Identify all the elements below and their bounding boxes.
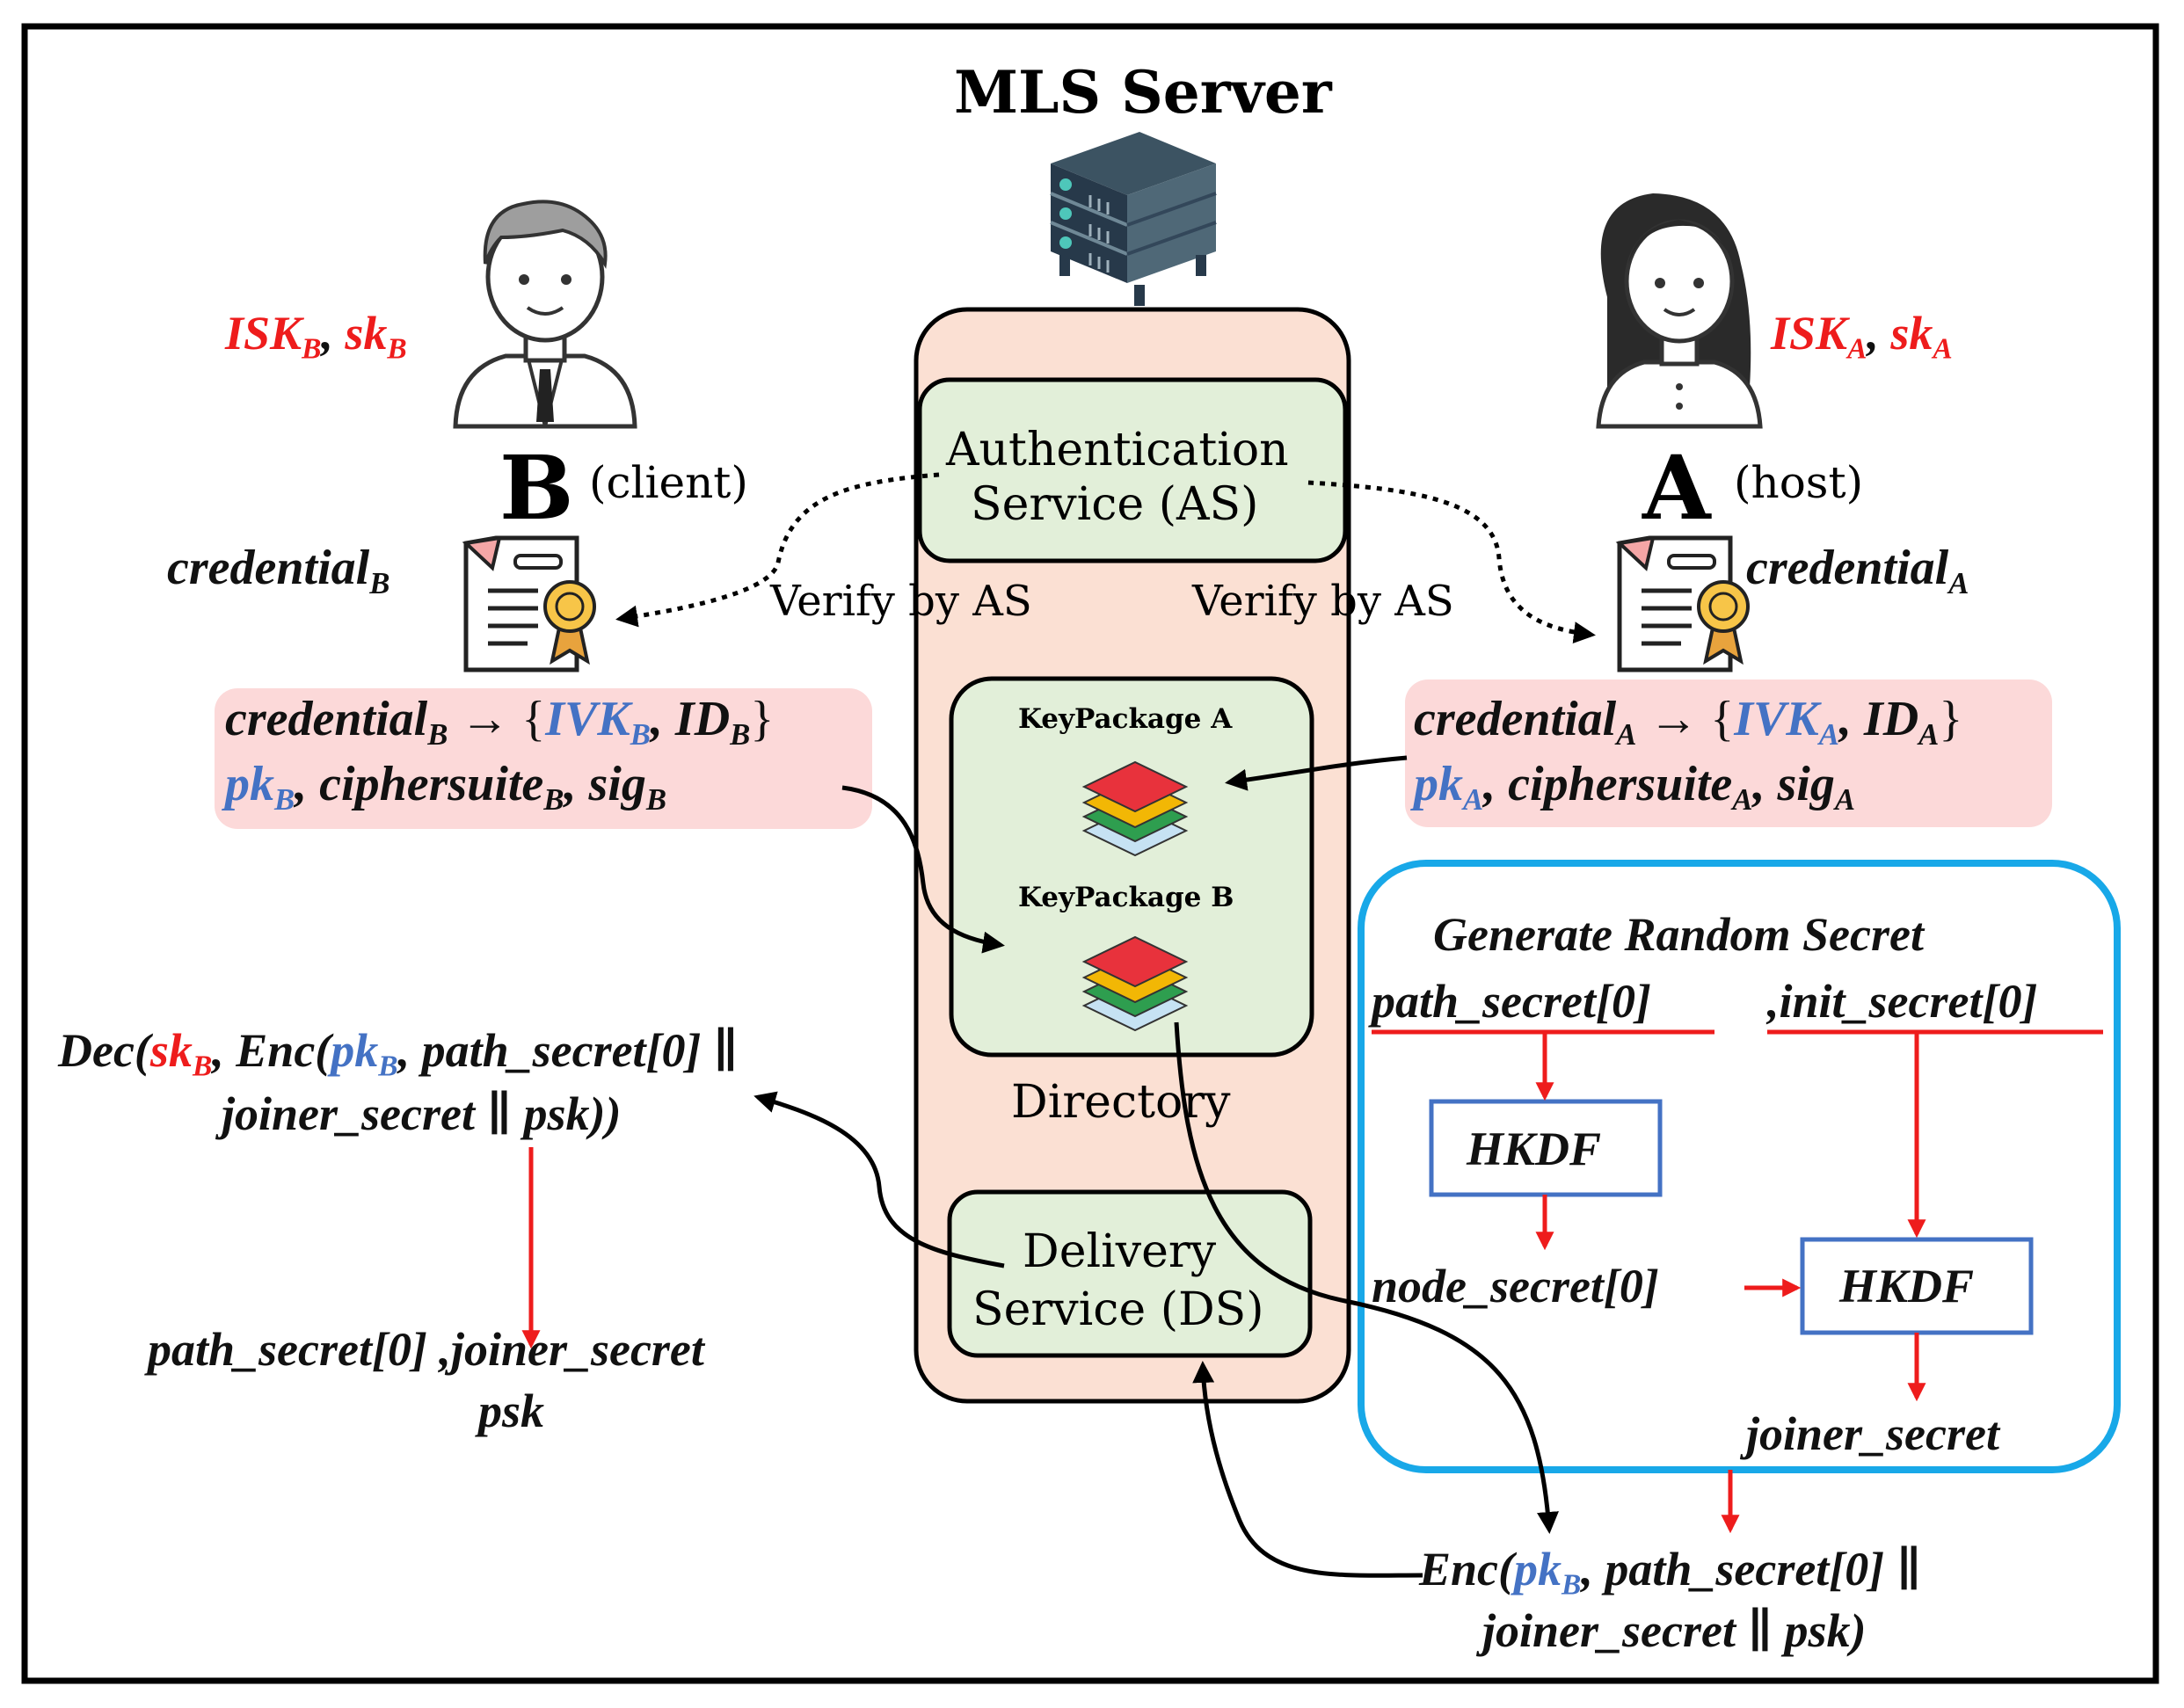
host-a-keys: ISKA, skA bbox=[1771, 307, 1953, 366]
host-a-credential: credentialA bbox=[1746, 541, 1969, 601]
directory-box bbox=[949, 676, 1314, 1058]
decrypted-output-line1: path_secret[0] ,joiner_secret bbox=[148, 1323, 704, 1376]
enc-expression-line1: Enc(pkB, path_secret[0] ∥ bbox=[1419, 1543, 1922, 1602]
directory-label: Directory bbox=[1011, 1076, 1231, 1129]
hkdf-box-2 bbox=[1800, 1237, 2034, 1335]
woman-avatar-icon bbox=[1596, 193, 1763, 429]
verify-by-as-left: Verify by AS bbox=[770, 577, 1032, 626]
fetch-keypackage-arrow bbox=[1174, 1021, 1559, 1534]
key-package-b-box bbox=[215, 688, 872, 829]
joiner-secret-label: joiner_secret bbox=[1746, 1407, 1999, 1460]
server-title: MLS Server bbox=[954, 58, 1332, 127]
welcome-to-ds-arrow bbox=[1192, 1361, 1423, 1578]
as-label-line2: Service (AS) bbox=[971, 478, 1259, 531]
verify-arrow-a bbox=[1307, 480, 1596, 644]
hkdf-box-1 bbox=[1429, 1099, 1663, 1197]
decrypted-output-line2: psk bbox=[478, 1385, 545, 1437]
submit-keypackage-a-arrow bbox=[1225, 755, 1408, 791]
key-package-a-box bbox=[1405, 680, 2052, 827]
hkdf-1-label: HKDF bbox=[1467, 1123, 1602, 1175]
dec-expression-line1: Dec(skB, Enc(pkB, path_secret[0] ∥ bbox=[58, 1024, 739, 1083]
layers-stack-icon bbox=[1081, 760, 1189, 857]
ds-to-client-arrow bbox=[753, 1091, 1005, 1268]
outer-frame bbox=[21, 23, 2159, 1684]
init-secret-label: ,init_secret[0] bbox=[1767, 975, 2038, 1028]
client-b-role: (client) bbox=[589, 457, 748, 508]
key-package-b-line1: credentialB → {IVKB, IDB} bbox=[225, 692, 775, 752]
man-avatar-icon bbox=[453, 200, 637, 429]
key-package-a-line2: pkA, ciphersuiteA, sigA bbox=[1414, 757, 1855, 818]
submit-keypackage-b-arrow bbox=[841, 785, 1005, 954]
keypackage-a-label: KeyPackage A bbox=[1018, 703, 1233, 735]
client-b-credential: credentialB bbox=[167, 541, 390, 601]
ds-label-line1: Delivery bbox=[1023, 1225, 1217, 1278]
hkdf-2-label: HKDF bbox=[1839, 1260, 1975, 1312]
keypackage-b-label: KeyPackage B bbox=[1018, 882, 1234, 913]
certificate-icon bbox=[462, 535, 596, 672]
secret-generation-frame bbox=[1358, 860, 2121, 1473]
key-package-a-line1: credentialA → {IVKA, IDA} bbox=[1414, 692, 1963, 752]
delivery-service-box bbox=[947, 1189, 1313, 1358]
as-label-line1: Authentication bbox=[946, 424, 1289, 476]
server-rack-icon bbox=[1050, 132, 1217, 306]
node-secret-label: node_secret[0] bbox=[1372, 1260, 1659, 1312]
dec-expression-line2: joiner_secret ∥ psk)) bbox=[222, 1087, 622, 1140]
verify-by-as-right: Verify by AS bbox=[1192, 577, 1454, 626]
authentication-service-box bbox=[917, 377, 1348, 563]
host-a-role: (host) bbox=[1734, 457, 1864, 508]
path-secret-label: path_secret[0] bbox=[1372, 975, 1651, 1028]
certificate-icon bbox=[1615, 535, 1750, 672]
key-package-b-line2: pkB, ciphersuiteB, sigB bbox=[225, 757, 666, 818]
secret-generation-title: Generate Random Secret bbox=[1433, 908, 1924, 961]
client-b-keys: ISKB, skB bbox=[225, 307, 407, 366]
enc-expression-line2: joiner_secret ∥ psk) bbox=[1482, 1604, 1867, 1657]
host-a-letter: A bbox=[1642, 436, 1711, 540]
client-b-letter: B bbox=[499, 436, 574, 540]
ds-label-line2: Service (DS) bbox=[972, 1283, 1264, 1336]
verify-arrow-b bbox=[615, 472, 940, 628]
layers-stack-icon bbox=[1081, 935, 1189, 1032]
